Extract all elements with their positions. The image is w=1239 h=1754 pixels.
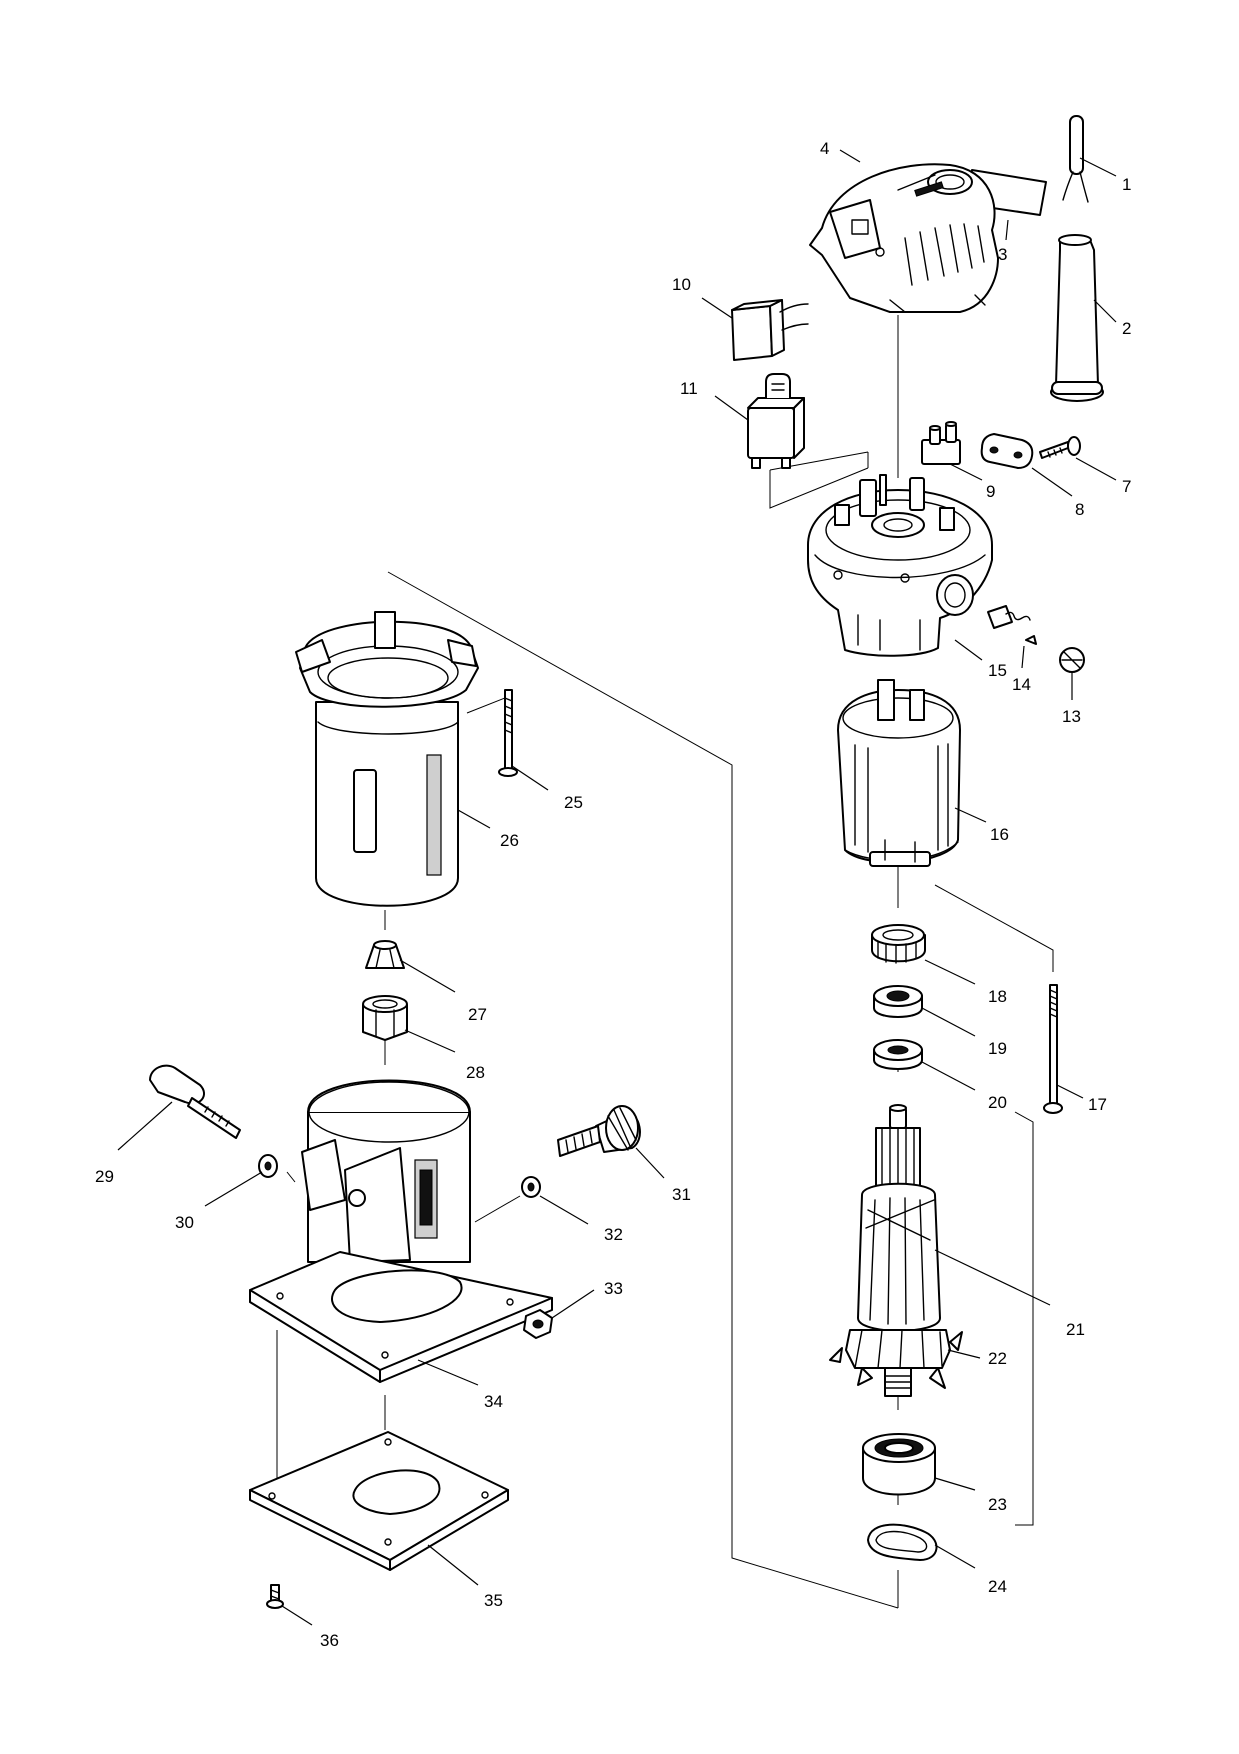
callout-label: 31 bbox=[672, 1185, 691, 1204]
part-33-hex-nut bbox=[523, 1309, 553, 1339]
callout-label: 14 bbox=[1012, 675, 1031, 694]
callout-label: 25 bbox=[564, 793, 583, 812]
callout-label: 22 bbox=[988, 1349, 1007, 1368]
part-22-fan bbox=[829, 1329, 963, 1397]
callout-label: 3 bbox=[998, 245, 1007, 264]
callout-label: 28 bbox=[466, 1063, 485, 1082]
part-9-brush-holder bbox=[921, 421, 961, 465]
callout-label: 1 bbox=[1122, 175, 1131, 194]
callout-label: 33 bbox=[604, 1279, 623, 1298]
part-25-screw bbox=[498, 689, 518, 777]
part-31-adjusting-screw bbox=[557, 1105, 641, 1157]
part-36-screw bbox=[266, 1584, 284, 1609]
callout-label: 26 bbox=[500, 831, 519, 850]
part-20-bearing bbox=[873, 1039, 923, 1070]
part-27-collet-cone bbox=[365, 940, 405, 969]
base-cylinder bbox=[301, 1079, 471, 1263]
part-1-cord bbox=[1062, 115, 1089, 203]
callout-label: 32 bbox=[604, 1225, 623, 1244]
part-29-wing-bolt bbox=[149, 1064, 241, 1139]
part-2-cord-guard bbox=[1050, 234, 1104, 402]
part-18-bearing-retainer bbox=[871, 924, 926, 964]
part-23-ball-bearing bbox=[862, 1433, 936, 1496]
callout-labels: 1 2 3 4 7 8 9 10 11 13 14 15 16 17 18 19… bbox=[95, 139, 1131, 1650]
part-16-field bbox=[837, 679, 961, 867]
part-28-collet-nut bbox=[362, 995, 408, 1041]
callout-label: 36 bbox=[320, 1631, 339, 1650]
callout-label: 10 bbox=[672, 275, 691, 294]
part-8-cord-clamp bbox=[980, 433, 1034, 469]
part-11-switch bbox=[747, 373, 805, 469]
callout-label: 4 bbox=[820, 139, 829, 158]
callout-label: 11 bbox=[680, 379, 698, 398]
part-21-armature bbox=[857, 1104, 941, 1332]
part-10-noise-suppressor bbox=[731, 299, 809, 361]
callout-label: 34 bbox=[484, 1392, 503, 1411]
callout-label: 27 bbox=[468, 1005, 487, 1024]
callout-label: 24 bbox=[988, 1577, 1007, 1596]
part-26-housing bbox=[295, 611, 479, 907]
callout-label: 9 bbox=[986, 482, 995, 501]
callout-label: 8 bbox=[1075, 500, 1084, 519]
callout-label: 18 bbox=[988, 987, 1007, 1006]
part-7-screw bbox=[1039, 436, 1081, 459]
part-17-long-screw bbox=[1043, 984, 1063, 1114]
callout-label: 29 bbox=[95, 1167, 114, 1186]
callout-label: 23 bbox=[988, 1495, 1007, 1514]
part-32-washer bbox=[521, 1176, 541, 1198]
callout-label: 17 bbox=[1088, 1095, 1107, 1114]
callout-label: 20 bbox=[988, 1093, 1007, 1112]
callout-label: 30 bbox=[175, 1213, 194, 1232]
callout-label: 7 bbox=[1122, 477, 1131, 496]
callout-label: 16 bbox=[990, 825, 1009, 844]
part-13-brush-cap bbox=[1059, 647, 1085, 673]
callout-label: 21 bbox=[1066, 1320, 1085, 1339]
callout-label: 2 bbox=[1122, 319, 1131, 338]
part-14-carbon-brush bbox=[987, 605, 1037, 645]
part-34-base-plate bbox=[249, 1251, 553, 1383]
callout-label: 13 bbox=[1062, 707, 1081, 726]
callout-leader-lines bbox=[117, 149, 1117, 1626]
part-24-seal-ring bbox=[867, 1523, 938, 1561]
part-35-sub-base bbox=[249, 1431, 509, 1571]
part-19-bearing bbox=[873, 985, 923, 1018]
part-15-motor-housing bbox=[807, 474, 993, 657]
callout-label: 19 bbox=[988, 1039, 1007, 1058]
part-30-washer bbox=[258, 1154, 278, 1178]
callout-label: 35 bbox=[484, 1591, 503, 1610]
part-4-rear-cover bbox=[809, 163, 999, 313]
callout-label: 15 bbox=[988, 661, 1007, 680]
